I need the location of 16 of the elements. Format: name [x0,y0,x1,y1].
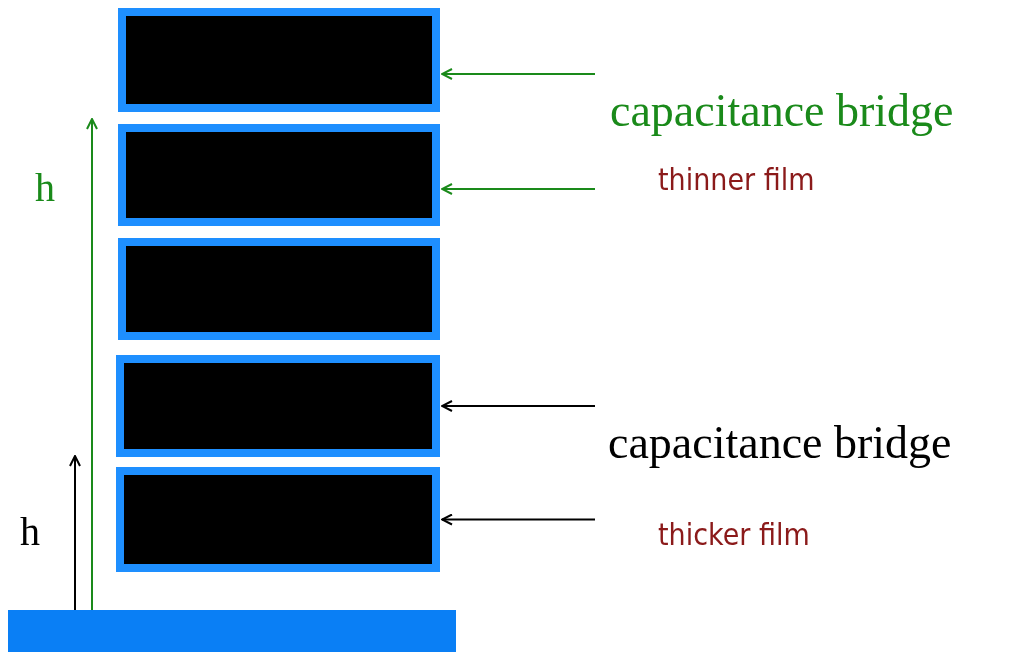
film-label: thicker film [658,520,810,550]
film-label: thinner film [658,165,815,195]
arrow [441,183,596,195]
instrument-label: capacitance bridge [608,420,952,466]
substrate-bar [8,610,456,652]
layer-box [116,355,440,457]
arrow [441,68,596,80]
instrument-label: capacitance bridge [610,88,954,134]
layer-box [116,467,440,572]
arrow [441,513,596,526]
layer-box [118,238,440,340]
height-label: h [20,512,40,552]
layer-box [118,8,440,112]
height-label: h [35,168,55,208]
arrow [441,400,596,412]
layer-box [118,124,440,226]
